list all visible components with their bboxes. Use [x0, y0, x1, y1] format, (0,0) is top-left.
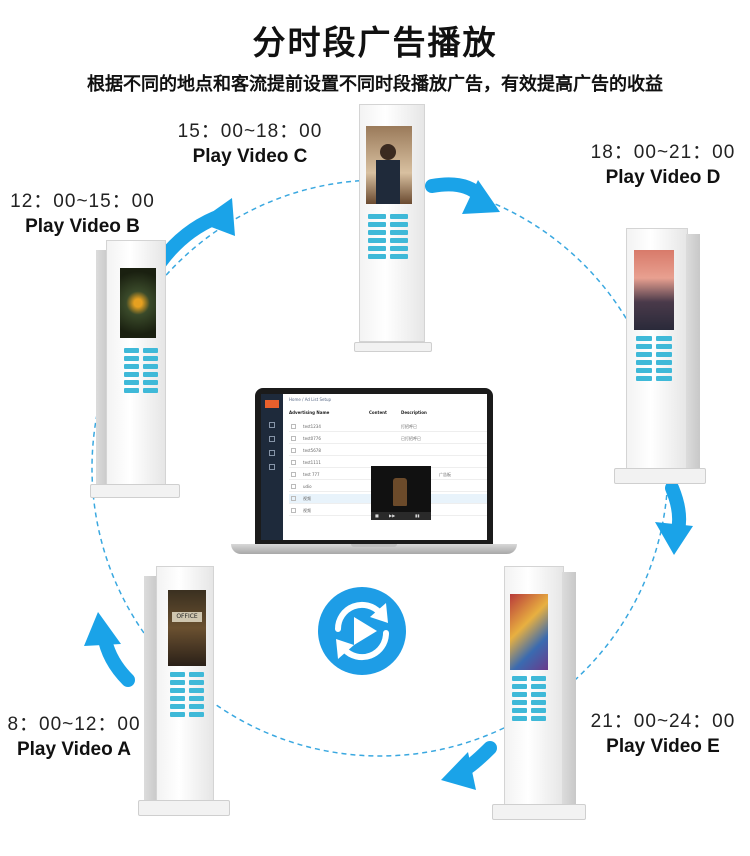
laptop-base [231, 544, 517, 554]
slot-play: Play Video D [605, 167, 721, 188]
row-checkbox[interactable] [291, 508, 296, 513]
arrow-e-to-a-icon [441, 741, 497, 790]
laptop: Home / Ad List Setup Advertising Name Co… [231, 388, 517, 560]
row-desc: 已打招呼已 [401, 436, 421, 441]
kiosk-slots-b [124, 348, 158, 393]
laptop-notch [351, 544, 397, 547]
arrow-c-to-d-icon [425, 177, 500, 214]
slot-play: Play Video A [16, 739, 132, 760]
arrow-a-to-b-icon [84, 612, 135, 687]
list-icon[interactable] [269, 450, 275, 456]
page-title: 分时段广告播放 [252, 23, 498, 62]
slot-time: 18：00~21：00 [590, 142, 736, 163]
laptop-lid: Home / Ad List Setup Advertising Name Co… [255, 388, 493, 546]
kiosk-slots-d [636, 336, 672, 381]
kiosk-screen-e [510, 594, 548, 670]
play-control-icon[interactable]: ■ [375, 513, 379, 518]
slot-d-label: 18：00~21：00 Play Video D [578, 137, 748, 189]
page-subtitle: 根据不同的地点和客流提前设置不同时段播放广告，有效提高广告的收益 [87, 74, 663, 95]
slot-play: Play Video B [25, 216, 140, 237]
kiosk-e [492, 566, 586, 822]
row-name: test0776 [303, 436, 321, 441]
row-name: test 777 [303, 472, 320, 477]
row-checkbox[interactable] [291, 472, 296, 477]
slot-b-label: 12：00~15：00 Play Video B [0, 186, 165, 238]
slot-time: 21：00~24：00 [590, 711, 736, 732]
column-header-description: Description [401, 410, 427, 415]
forward-control-icon[interactable]: ▶▶ [389, 513, 396, 518]
row-desc: 广告板 [439, 472, 451, 477]
kiosk-screen-b [120, 268, 156, 338]
kiosk-c [352, 104, 434, 354]
row-desc: 打招呼已 [401, 424, 417, 429]
slot-time: 15：00~18：00 [177, 121, 323, 142]
kiosk-slots-a [170, 672, 204, 717]
slot-time: 8：00~12：00 [7, 714, 141, 735]
kiosk-screen-d [634, 250, 674, 330]
row-name: test1234 [303, 424, 321, 429]
kiosk-a: OFFICE [138, 566, 230, 818]
kiosk-slots-c [368, 214, 408, 259]
video-controls [371, 512, 431, 520]
row-name: 视频 [303, 496, 311, 501]
row-checkbox[interactable] [291, 460, 296, 465]
kiosk-screen-a: OFFICE [168, 590, 206, 666]
chart-icon[interactable] [269, 464, 275, 470]
laptop-display: Home / Ad List Setup Advertising Name Co… [261, 394, 487, 540]
row-checkbox[interactable] [291, 496, 296, 501]
column-header-name: Advertising Name [289, 410, 330, 415]
slot-play: Play Video E [606, 736, 720, 757]
kiosk-slots-e [512, 676, 546, 721]
refresh-play-icon [318, 587, 406, 675]
kiosk-b [90, 240, 180, 502]
admin-sidebar [261, 394, 283, 540]
table-row[interactable]: test5678 [289, 446, 487, 456]
volume-control-icon[interactable]: ▮▮ [415, 513, 420, 518]
table-row[interactable]: test0776 已打招呼已 [289, 434, 487, 444]
table-row[interactable]: test1234 打招呼已 [289, 422, 487, 432]
slot-a-label: 8：00~12：00 Play Video A [0, 709, 148, 761]
bottle-image [393, 478, 407, 506]
slot-play: Play Video C [192, 146, 308, 167]
kiosk-d [614, 228, 706, 490]
slot-e-label: 21：00~24：00 Play Video E [578, 706, 748, 758]
home-icon[interactable] [269, 422, 275, 428]
settings-icon[interactable] [269, 436, 275, 442]
slot-c-label: 15：00~18：00 Play Video C [165, 116, 335, 168]
row-checkbox[interactable] [291, 484, 296, 489]
row-checkbox[interactable] [291, 436, 296, 441]
column-header-content: Content [369, 410, 387, 415]
row-name: udio [303, 484, 312, 489]
slot-time: 12：00~15：00 [10, 191, 155, 212]
row-checkbox[interactable] [291, 424, 296, 429]
row-name: 视频 [303, 508, 311, 513]
row-name: test1111 [303, 460, 321, 465]
kiosk-screen-c [366, 126, 412, 204]
breadcrumb: Home / Ad List Setup [289, 397, 332, 402]
arrow-d-to-e-icon [655, 481, 693, 555]
video-preview-popup[interactable]: ■ ▶▶ ▮▮ [371, 466, 431, 520]
row-name: test5678 [303, 448, 321, 453]
row-checkbox[interactable] [291, 448, 296, 453]
admin-logo-icon [265, 400, 279, 408]
